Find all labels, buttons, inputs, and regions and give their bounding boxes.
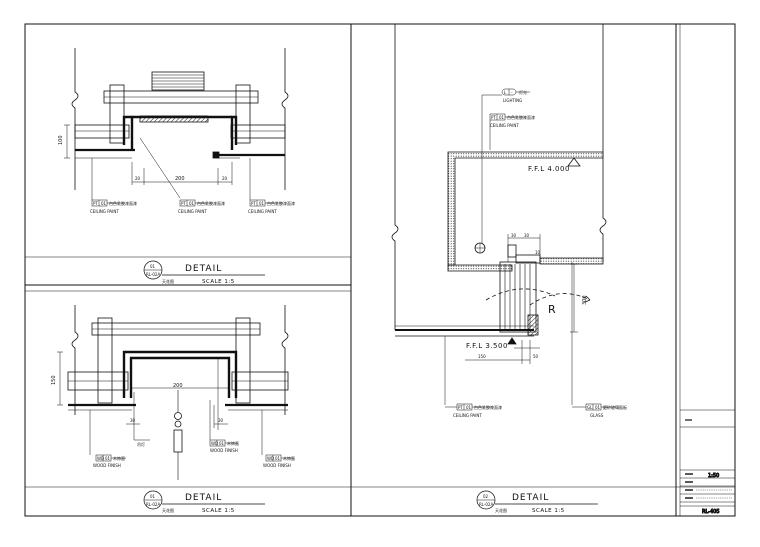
- svg-text:木饰面: 木饰面: [113, 455, 125, 461]
- svg-text:PT: PT: [251, 201, 256, 206]
- dim-a: 30: [511, 233, 517, 238]
- svg-text:01: 01: [189, 201, 195, 206]
- detail-ref: RL-02A: [146, 272, 160, 277]
- svg-text:磨砂玻璃面板: 磨砂玻璃面板: [603, 404, 627, 410]
- detail-number: 02: [483, 494, 489, 499]
- svg-text:白色乳胶漆面漆: 白色乳胶漆面漆: [474, 404, 502, 410]
- material-tag: [489, 113, 525, 121]
- detail-number: 01: [150, 494, 156, 499]
- dim-c: 10: [535, 250, 541, 255]
- svg-text:WD: WD: [267, 456, 274, 461]
- svg-text:灯光: 灯光: [519, 89, 527, 95]
- svg-text:WD: WD: [97, 456, 104, 461]
- svg-text:PT: PT: [181, 201, 186, 206]
- svg-text:01: 01: [499, 115, 505, 120]
- ffl-high: F.F.L 4.000: [528, 165, 570, 173]
- dim-left-offset: 20: [135, 176, 141, 181]
- svg-text:-: -: [511, 90, 513, 95]
- dim-left-offset: 30: [130, 418, 136, 423]
- titleblock-scale: 1:50: [708, 473, 719, 479]
- svg-text:WD: WD: [211, 441, 218, 446]
- material-tag: [572, 403, 620, 411]
- detail-number: 01: [150, 264, 156, 269]
- dim-d: 150: [478, 354, 486, 359]
- svg-text:01: 01: [101, 201, 107, 206]
- material-tag: [179, 199, 213, 207]
- detail-01b-drawing: [57, 305, 289, 480]
- svg-text:GLASS: GLASS: [590, 413, 604, 418]
- svg-text:01: 01: [466, 405, 472, 410]
- svg-text:GL: GL: [587, 405, 593, 410]
- material-tag: [95, 454, 126, 462]
- title-block: 1:50 RL-405: [680, 409, 735, 516]
- dim-height: 150: [51, 375, 57, 385]
- dim-height: 100: [58, 135, 64, 145]
- svg-text:木饰面: 木饰面: [283, 455, 295, 461]
- svg-text:木饰面: 木饰面: [227, 440, 239, 446]
- detail-01-drawing: [64, 48, 289, 200]
- pendant-note: 吊灯: [137, 441, 145, 447]
- svg-text:WOOD FINISH: WOOD FINISH: [93, 463, 121, 468]
- svg-text:LIGHTING: LIGHTING: [503, 98, 522, 103]
- svg-text:CEILING PAINT: CEILING PAINT: [178, 209, 207, 214]
- detail-02-title: 02 RL-02A 天花图 DETAIL SCALE 1:5: [476, 490, 598, 514]
- ffl-low: F.F.L 3.500: [466, 342, 508, 350]
- svg-text:白色乳胶漆面漆: 白色乳胶漆面漆: [197, 200, 225, 206]
- dim-right-offset: 20: [222, 176, 228, 181]
- svg-text:白色乳胶漆面漆: 白色乳胶漆面漆: [507, 114, 535, 120]
- svg-text:PT: PT: [458, 405, 463, 410]
- svg-text:WOOD FINISH: WOOD FINISH: [263, 463, 291, 468]
- dim-e: 300: [582, 295, 588, 305]
- detail-scale: SCALE 1:5: [202, 279, 235, 285]
- material-tag: [91, 199, 125, 207]
- svg-text:CEILING PAINT: CEILING PAINT: [490, 123, 519, 128]
- detail-sub: 天花图: [495, 507, 507, 513]
- svg-text:白色乳胶漆面漆: 白色乳胶漆面漆: [267, 200, 295, 206]
- material-tag: [249, 199, 283, 207]
- detail-sub: 天花图: [162, 507, 174, 513]
- svg-text:白色乳胶漆面漆: 白色乳胶漆面漆: [109, 200, 137, 206]
- detail-title: DETAIL: [185, 493, 222, 503]
- titleblock-drawing-number: RL-405: [702, 509, 720, 515]
- svg-text:CEILING PAINT: CEILING PAINT: [248, 209, 277, 214]
- material-tag: [445, 403, 492, 411]
- svg-text:01: 01: [595, 405, 601, 410]
- dim-f: 50: [533, 354, 539, 359]
- svg-text:CEILING PAINT: CEILING PAINT: [453, 413, 482, 418]
- dim-opening-width: 200: [175, 176, 185, 182]
- svg-text:CEILING PAINT: CEILING PAINT: [90, 209, 119, 214]
- dim-b: 30: [524, 233, 530, 238]
- material-tag: [482, 88, 530, 96]
- material-tag: [265, 454, 294, 462]
- detail-01b-title: 01 RL-02A 天花图 DETAIL SCALE 1:5: [143, 490, 265, 514]
- sheet-frame: [24, 23, 736, 517]
- detail-ref: RL-02A: [146, 502, 160, 507]
- detail-ref: RL-02A: [479, 502, 493, 507]
- svg-text:01: 01: [219, 441, 225, 446]
- detail-02-annotations: F.F.L 4.000 F.F.L 3.500 R 30 30 10 150 3…: [445, 88, 627, 418]
- detail-scale: SCALE 1:5: [202, 508, 235, 514]
- radius-label: R: [548, 303, 556, 316]
- svg-text:01: 01: [105, 456, 111, 461]
- detail-scale: SCALE 1:5: [532, 508, 565, 514]
- svg-text:L: L: [504, 90, 507, 95]
- detail-01b-annotations: 150 200 30 30 WD 01 木饰面 WOOD FINISH WD 0…: [51, 375, 295, 468]
- svg-text:01: 01: [275, 456, 281, 461]
- detail-01-title: 01 RL-02A 天花图 DETAIL SCALE 1:5: [143, 260, 265, 285]
- svg-text:01: 01: [259, 201, 265, 206]
- material-tag: [209, 439, 238, 447]
- svg-text:PT: PT: [491, 115, 496, 120]
- dim-opening-width: 200: [173, 383, 183, 389]
- detail-sub: 天花图: [162, 278, 174, 284]
- detail-title: DETAIL: [185, 264, 222, 274]
- svg-text:PT: PT: [93, 201, 98, 206]
- svg-text:WOOD FINISH: WOOD FINISH: [210, 448, 238, 453]
- dim-right-offset: 30: [218, 418, 224, 423]
- detail-01-annotations: 100 20 200 20 PT 01 白色乳胶漆面漆 CEILING PAIN…: [58, 135, 295, 214]
- detail-title: DETAIL: [512, 493, 549, 503]
- detail-02-drawing: [391, 24, 607, 405]
